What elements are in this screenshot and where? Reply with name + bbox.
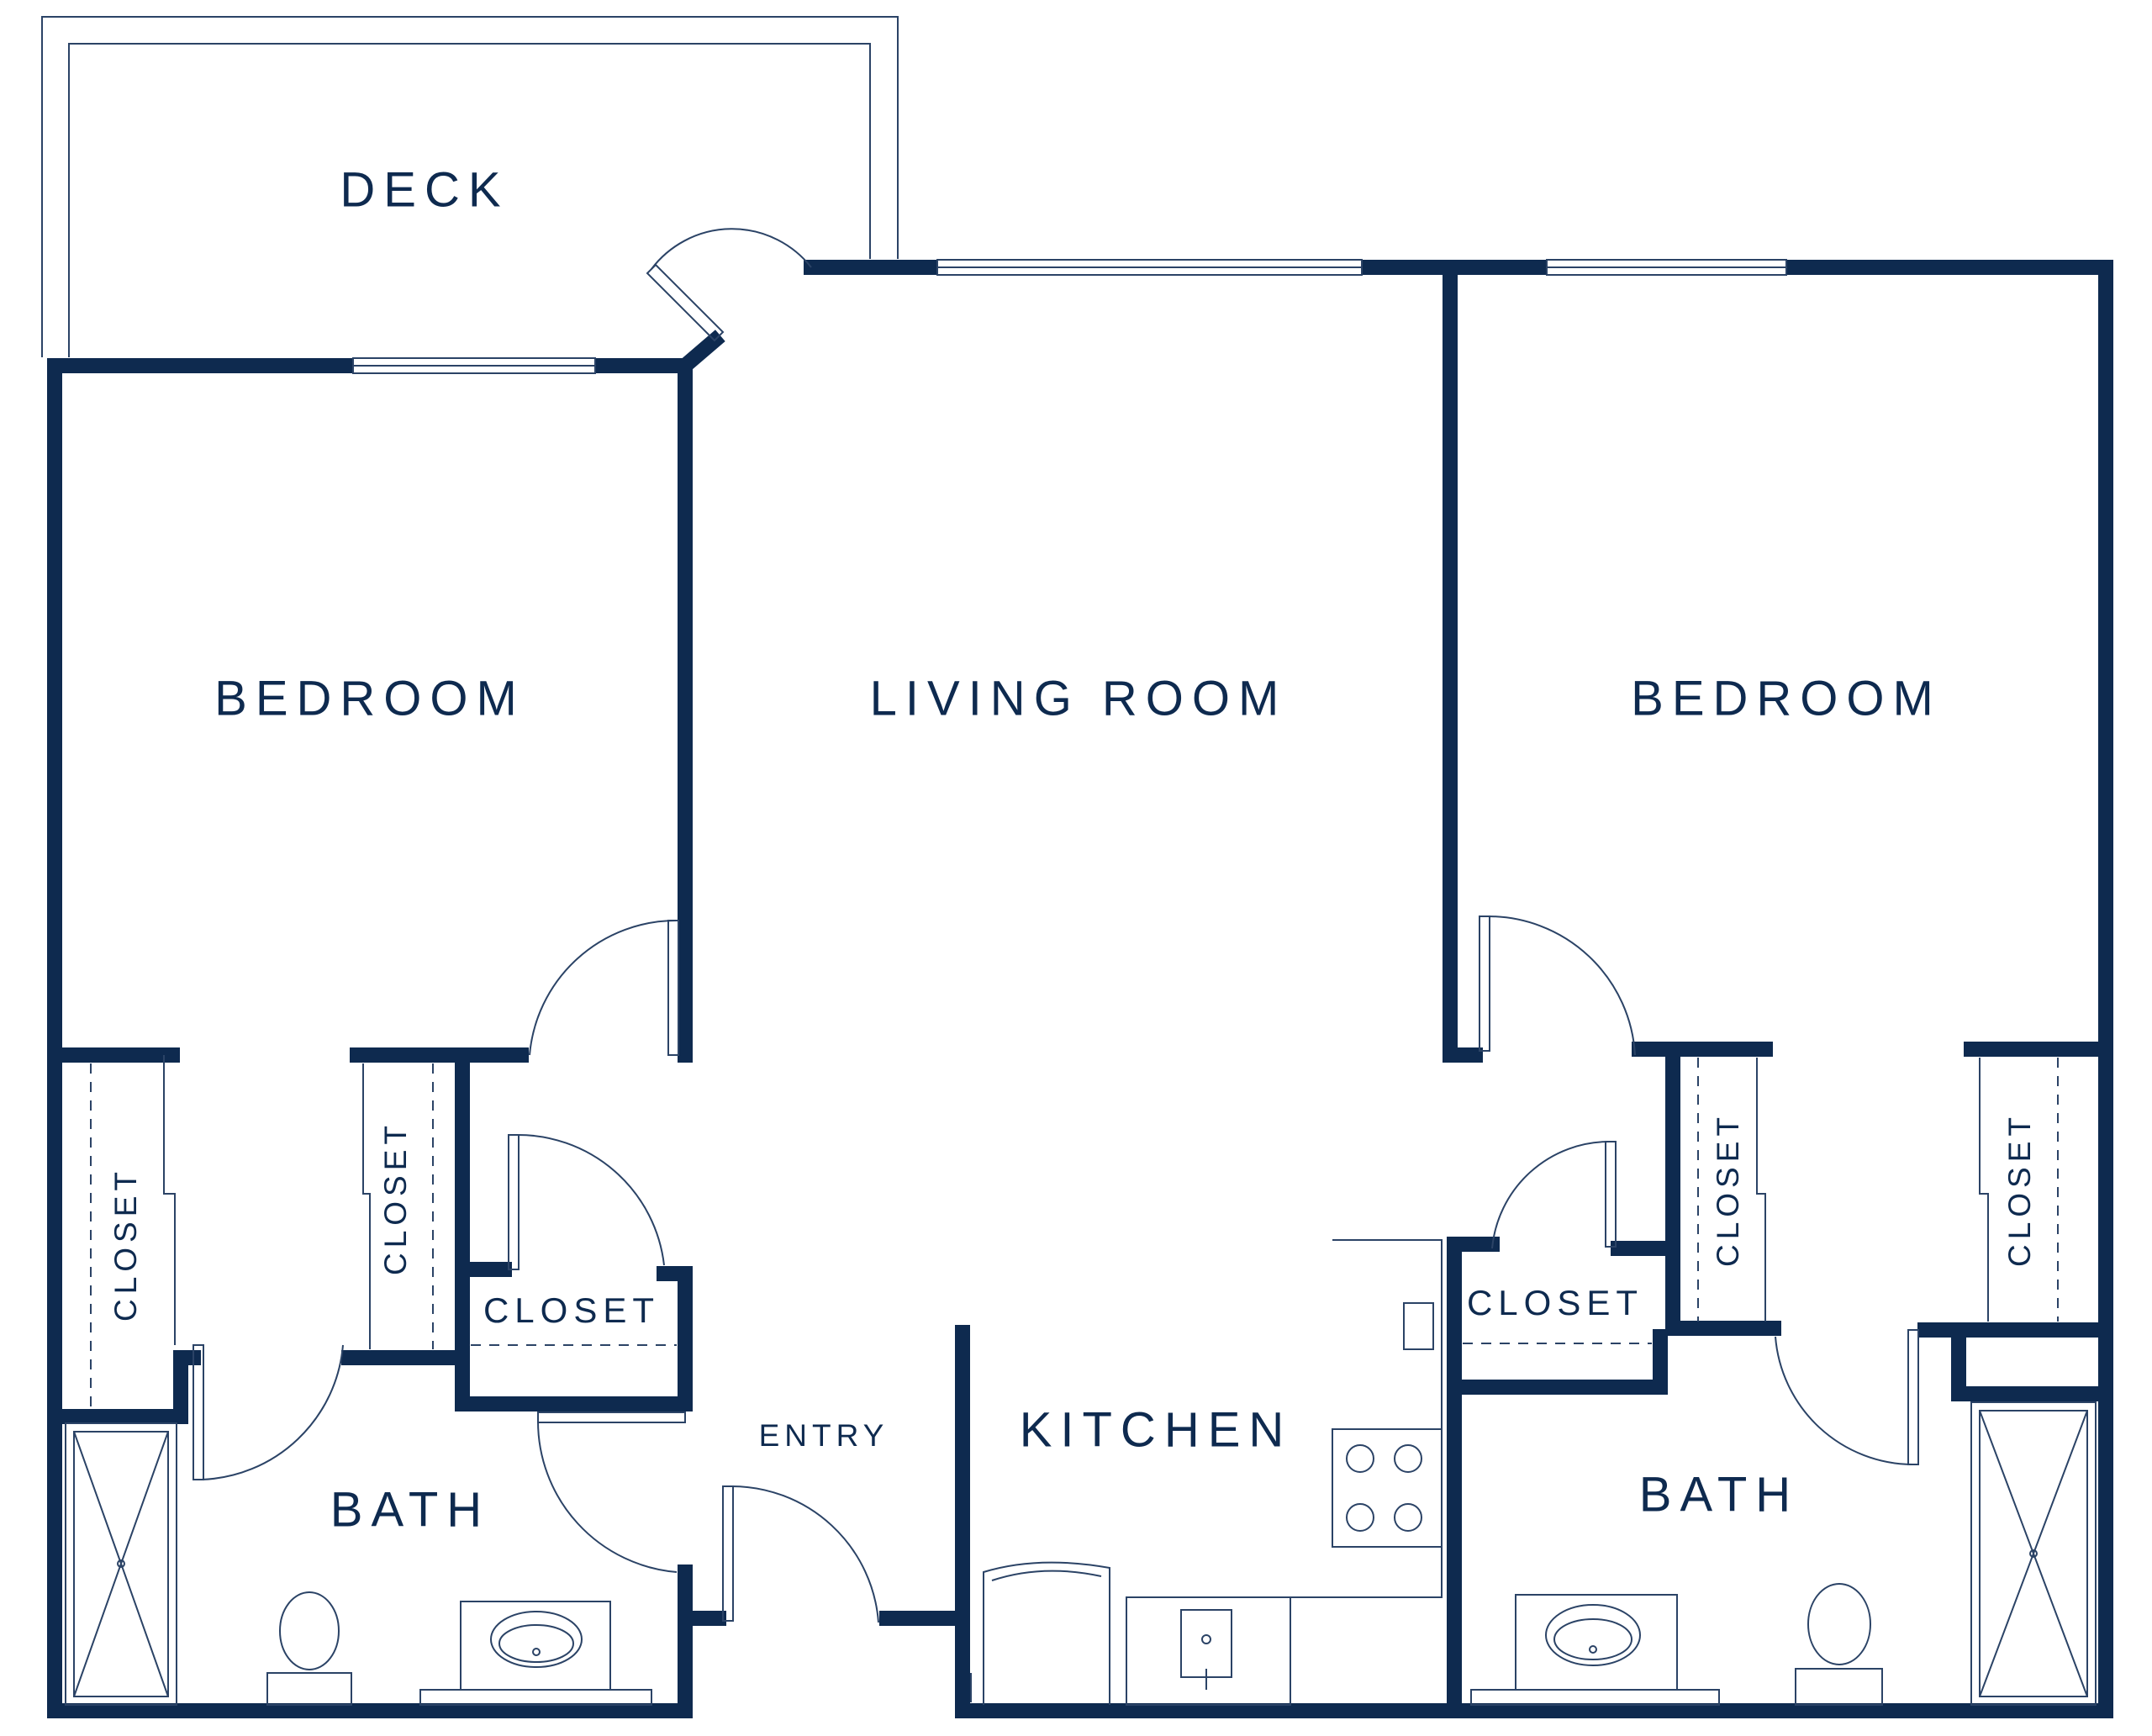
toilet-left xyxy=(266,1591,352,1706)
bedroom-right-label: BEDROOM xyxy=(1631,671,1942,726)
closet-right-1-label: CLOSET xyxy=(1711,1112,1745,1267)
kitchen-label: KITCHEN xyxy=(1020,1402,1293,1457)
closet-right-2-label: CLOSET xyxy=(2002,1112,2037,1267)
closet-left-2-label: CLOSET xyxy=(378,1121,413,1275)
bath-right-label: BATH xyxy=(1639,1467,1799,1522)
closet-right-3-label: CLOSET xyxy=(1467,1283,1643,1322)
deck-label: DECK xyxy=(340,162,509,217)
bedroom-left-label: BEDROOM xyxy=(214,671,525,726)
closet-left-1-label: CLOSET xyxy=(108,1167,143,1322)
shower-right xyxy=(1970,1401,2097,1706)
sink-left xyxy=(419,1601,652,1706)
sink-right xyxy=(1470,1594,1720,1706)
doors xyxy=(193,228,1919,1623)
windows xyxy=(352,259,1787,374)
walls xyxy=(47,260,2113,1718)
living-room-label: LIVING ROOM xyxy=(870,671,1288,726)
closet-left-3-label: CLOSET xyxy=(483,1290,660,1330)
closet-lines xyxy=(90,1055,2059,1408)
toilet-right xyxy=(1795,1583,1883,1706)
shower-left xyxy=(65,1422,177,1706)
bath-left-label: BATH xyxy=(330,1482,490,1537)
deck-outline xyxy=(41,16,899,357)
kitchen-fixtures xyxy=(970,1239,1443,1706)
entry-label: ENTRY xyxy=(759,1418,889,1453)
room-labels: DECK BEDROOM LIVING ROOM BEDROOM CLOSET … xyxy=(108,162,2037,1537)
